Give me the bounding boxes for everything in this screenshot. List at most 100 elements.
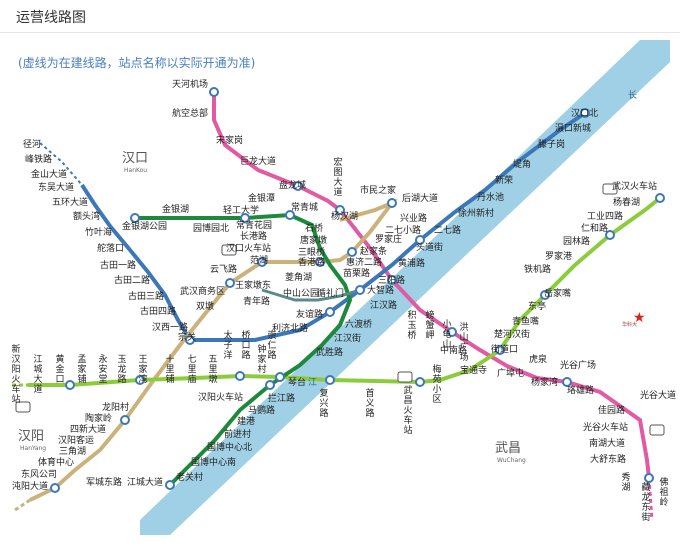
station-label[interactable]: 工业四路 (587, 210, 623, 222)
station-label[interactable]: 宝通寺 (460, 364, 487, 376)
station-label[interactable]: 后湖大道 (402, 192, 438, 204)
station-label[interactable]: 三阳路 (378, 274, 405, 286)
station-label[interactable]: 佳园路 (598, 404, 625, 416)
station-label[interactable]: 巨龙大道 (240, 155, 276, 167)
station-label[interactable]: 汉阳火车站 (198, 391, 243, 403)
station-label[interactable]: 拦江路 (268, 392, 295, 404)
station-label[interactable]: 古田四路 (140, 305, 176, 317)
station-label[interactable]: 国博中心北 (207, 441, 252, 453)
station-label[interactable]: 航空总部 (172, 107, 208, 119)
station-label[interactable]: 梅苑小区 (432, 363, 441, 405)
station-label[interactable]: 光谷大道 (640, 389, 676, 401)
station-label[interactable]: 武昌火车站 (403, 384, 412, 436)
station-label[interactable]: 新荣 (495, 174, 513, 186)
station-label[interactable]: 铁机路 (524, 263, 551, 275)
station-label[interactable]: 徐州新村 (458, 207, 494, 219)
station-label[interactable]: 古田二路 (114, 274, 150, 286)
station-label[interactable]: 金银湖 (162, 203, 189, 215)
station-label[interactable]: 头道街 (416, 241, 443, 253)
station-label[interactable]: 青鱼嘴 (512, 315, 539, 327)
station-label[interactable]: 楚河汉街 (494, 328, 530, 340)
station-label[interactable]: 青年路 (243, 295, 270, 307)
station-label[interactable]: 建港 (237, 415, 255, 427)
station-label[interactable]: 玉龙路 (117, 354, 126, 385)
station-label[interactable]: 光谷广场 (560, 359, 596, 371)
station-label[interactable]: 杨家湾 (531, 376, 558, 388)
station-label[interactable]: 藏龙东街 (641, 481, 650, 523)
station-label[interactable]: 陶家岭 (85, 412, 112, 424)
station-label[interactable]: 桥口路 (241, 329, 250, 361)
station-label[interactable]: 石桥 (305, 222, 323, 234)
station-label[interactable]: 光谷火车站 (583, 421, 628, 433)
station-label[interactable]: 三角湖 (59, 445, 86, 457)
station-label[interactable]: 天河机场 (172, 78, 208, 90)
station-label[interactable]: 黄金口 (55, 353, 64, 385)
station-label[interactable]: 王家墩东 (235, 279, 271, 291)
station-label[interactable]: 峰铁路 (25, 153, 52, 165)
station-label[interactable]: 王家湾 (138, 354, 147, 385)
station-label[interactable]: 轻工大学 (223, 204, 259, 216)
station-label[interactable]: 体育中心 (38, 456, 74, 468)
station-label[interactable]: 四新大道 (70, 423, 106, 435)
station-label[interactable]: 钟家村 (257, 343, 266, 375)
station-label[interactable]: 常青城 (291, 201, 318, 213)
station-label[interactable]: 军城东路 (86, 476, 122, 488)
station-label[interactable]: 汉阳客运 (58, 434, 94, 446)
station-label[interactable]: 罗家庄 (375, 233, 402, 245)
station-label[interactable]: 园林路 (563, 235, 590, 247)
station-label[interactable]: 罗家港 (545, 250, 572, 262)
station-label[interactable]: 琴台 (288, 376, 306, 388)
station-label[interactable]: 十里铺 (165, 353, 174, 385)
station-label[interactable]: 六渡桥 (345, 318, 372, 330)
station-label[interactable]: 菱角湖 (285, 271, 312, 283)
station-label[interactable]: 友谊路 (296, 308, 323, 320)
station-label[interactable]: 香港路 (298, 256, 325, 268)
station-label[interactable]: 江城大道 (127, 476, 163, 488)
station-label[interactable]: 赵家条 (360, 245, 387, 257)
station-label[interactable]: 武汉火车站 (612, 180, 657, 192)
station-label[interactable]: 崇仁路 (267, 330, 276, 361)
station-label[interactable]: 秀湖 (621, 471, 630, 493)
station-label[interactable]: 宋家岗 (216, 134, 243, 146)
station-label[interactable]: 前进村 (224, 428, 251, 440)
station-label[interactable]: 利济北路 (272, 322, 308, 334)
station-label[interactable]: 沌阳大道 (12, 480, 48, 492)
station-label[interactable]: 古田一路 (100, 259, 136, 271)
station-label[interactable]: 堤角 (513, 158, 531, 170)
station-label[interactable]: 额头湾 (73, 210, 100, 222)
station-label[interactable]: 太子洋 (223, 329, 232, 361)
station-label[interactable]: 苗栗路 (343, 267, 370, 279)
station-label[interactable]: 东吴大道 (38, 181, 74, 193)
station-label[interactable]: 黄浦路 (398, 257, 425, 269)
station-label[interactable]: 循礼门 (317, 287, 344, 299)
station-label[interactable]: 双墩 (196, 300, 214, 312)
station-label[interactable]: 江汉街 (334, 332, 361, 344)
station-label[interactable]: 二七小路 (385, 224, 421, 236)
station-label[interactable]: 云飞路 (210, 263, 237, 275)
station-label[interactable]: 螃蟹岬 (425, 309, 434, 341)
station-label[interactable]: 宏图大道 (333, 156, 342, 198)
station-label[interactable]: 宗关 (178, 331, 196, 343)
station-label[interactable]: 国博中心南 (191, 456, 236, 468)
station-label[interactable]: 汉口火车站 (226, 242, 271, 254)
station-label[interactable]: 大舒东路 (590, 453, 626, 465)
station-label[interactable]: 兴业路 (400, 212, 427, 224)
station-label[interactable]: 杨汉湖 (331, 210, 358, 222)
station-label[interactable]: 龙阳村 (102, 401, 129, 413)
station-label[interactable]: 二七路 (434, 224, 461, 236)
station-label[interactable]: 金银潭 (248, 192, 275, 204)
station-label[interactable]: 大智路 (367, 284, 394, 296)
station-label[interactable]: 珞雄路 (567, 384, 594, 396)
station-label[interactable]: 汉西一路 (152, 321, 188, 333)
station-label[interactable]: 七里庙 (187, 354, 196, 385)
station-label[interactable]: 古田三路 (128, 290, 164, 302)
station-label[interactable]: 仁和路 (581, 222, 608, 234)
station-label[interactable]: 园博园北 (193, 222, 229, 234)
station-label[interactable]: 滠口新城 (555, 122, 591, 134)
station-label[interactable]: 三眼桥 (298, 246, 325, 258)
station-label[interactable]: 岳家嘴 (544, 287, 571, 299)
station-label[interactable]: 小龟山 (442, 319, 451, 350)
station-label[interactable]: 中山公园 (283, 287, 319, 299)
station-label[interactable]: 舵落口 (97, 242, 124, 254)
